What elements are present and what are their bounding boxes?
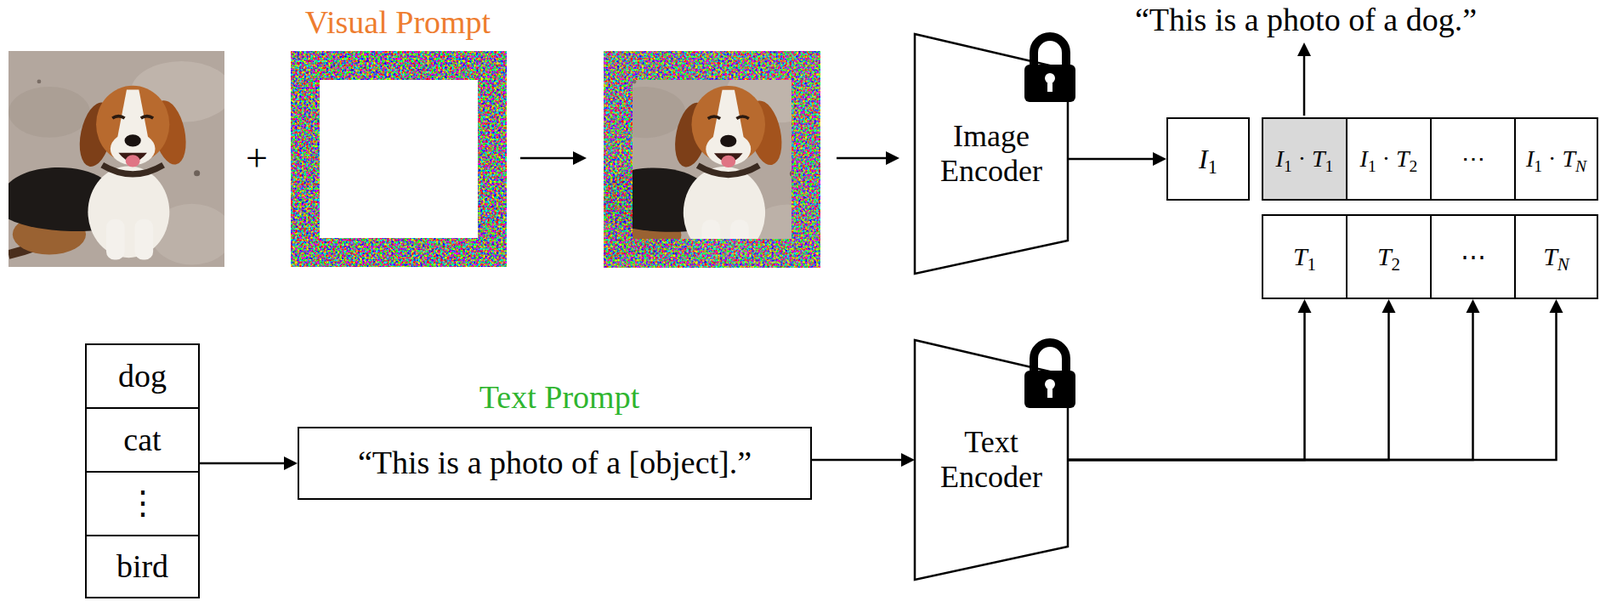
table-cell: I1 · TN [1514,117,1599,201]
encoder-trapezoid: Text Encoder [914,340,1068,580]
table-cell: T2 [1345,214,1432,300]
cell-label: ⋯ [1460,242,1487,273]
math-subscript: 1 [1533,157,1543,176]
arrow-head [1466,299,1481,313]
cell-label: I1 · T2 [1360,145,1419,173]
visual-prompt-frame [290,51,507,267]
arrow-head [283,456,298,471]
math-subscript: 1 [1283,157,1293,176]
arrow-head [1152,152,1167,166]
lock-shackle [1033,36,1067,69]
cell-label: TN [1543,242,1570,273]
lock-shackle [1033,342,1067,375]
arrow-head [1382,299,1396,313]
prompt-overlay-frame [603,51,821,268]
prompt-title: Text Prompt [479,379,640,417]
math-subscript: N [1557,254,1570,275]
math-symbol: T [1311,145,1326,172]
math-symbol: I [1198,143,1209,175]
math-subscript: 1 [1325,157,1334,176]
math-subscript: 1 [1367,157,1377,176]
math-subscript: N [1575,157,1587,176]
cell-label: T1 [1293,242,1317,273]
math-symbol: T [1395,145,1410,172]
math-symbol: T [1543,242,1558,271]
cell-label: ⋯ [1461,145,1486,173]
encoder-label: Text Encoder [923,425,1060,496]
cell-label: cat [123,421,161,460]
math-subscript: 2 [1409,157,1419,176]
arrow-head [1549,299,1564,313]
connector-line [1067,158,1153,161]
connector-line [1067,312,1474,460]
cell-label: T2 [1377,242,1401,273]
table-cell: ⋯ [1429,117,1516,201]
lock-icon [1024,342,1076,409]
math-subscript: 1 [1208,156,1218,178]
table-cell: T1 [1261,214,1348,300]
connector-arrow [1067,299,1312,460]
prompt-title: Visual Prompt [305,4,491,42]
arrow-head [901,453,915,467]
lock-icon [1024,36,1076,103]
table-cell: bird [85,534,200,599]
connector-line [811,459,902,462]
encoder-label: Image Encoder [923,119,1060,190]
connector-line [1067,312,1390,460]
math-subscript: 1 [1307,254,1317,275]
table-cell: ⋯ [1429,214,1516,300]
math-symbol: I [1276,145,1284,172]
connector-arrow [1067,299,1396,460]
arrow-head [1298,299,1312,313]
cell-label: bird [116,548,169,586]
math-symbol: T [1293,242,1308,271]
cell-label: dog [118,357,167,396]
table-cell: cat [85,407,200,473]
connector-line [1067,312,1305,460]
cell-label: I1 [1198,143,1218,176]
dog-photo [8,51,233,267]
table-cell: “This is a photo of a [object].” [297,426,812,500]
math-subscript: 2 [1391,254,1402,275]
prediction-caption: “This is a photo of a dog.” [1134,1,1477,40]
table-cell: TN [1514,214,1599,300]
encoder-trapezoid: Image Encoder [914,34,1068,274]
table-cell: dog [85,343,200,409]
plus-sign: + [245,136,268,182]
lock-body [1024,64,1076,103]
connector-arrow [1067,299,1481,460]
prompted-dog-photo [603,51,829,268]
cell-label: I1 · T1 [1276,145,1334,173]
math-symbol: I [1360,145,1368,172]
cell-label: ⋮ [126,485,159,523]
table-cell: I1 [1166,117,1250,201]
lock-body [1024,370,1076,409]
cell-label: I1 · TN [1526,145,1587,173]
connector-line [199,462,284,466]
connector-arrow [199,456,298,471]
math-symbol: T [1561,145,1576,172]
lock-keyhole [1047,385,1053,398]
table-cell: I1 · T1 [1261,117,1348,201]
math-symbol: I [1526,145,1534,172]
connector-arrow [1067,299,1564,460]
math-symbol: T [1377,242,1392,271]
connector-line [1067,312,1557,460]
table-cell: ⋮ [85,470,200,537]
cell-label: “This is a photo of a [object].” [357,444,752,483]
lock-keyhole [1047,79,1053,92]
table-cell: I1 · T2 [1345,117,1432,201]
connector-arrow [811,453,915,467]
connector-arrow [1067,152,1167,166]
